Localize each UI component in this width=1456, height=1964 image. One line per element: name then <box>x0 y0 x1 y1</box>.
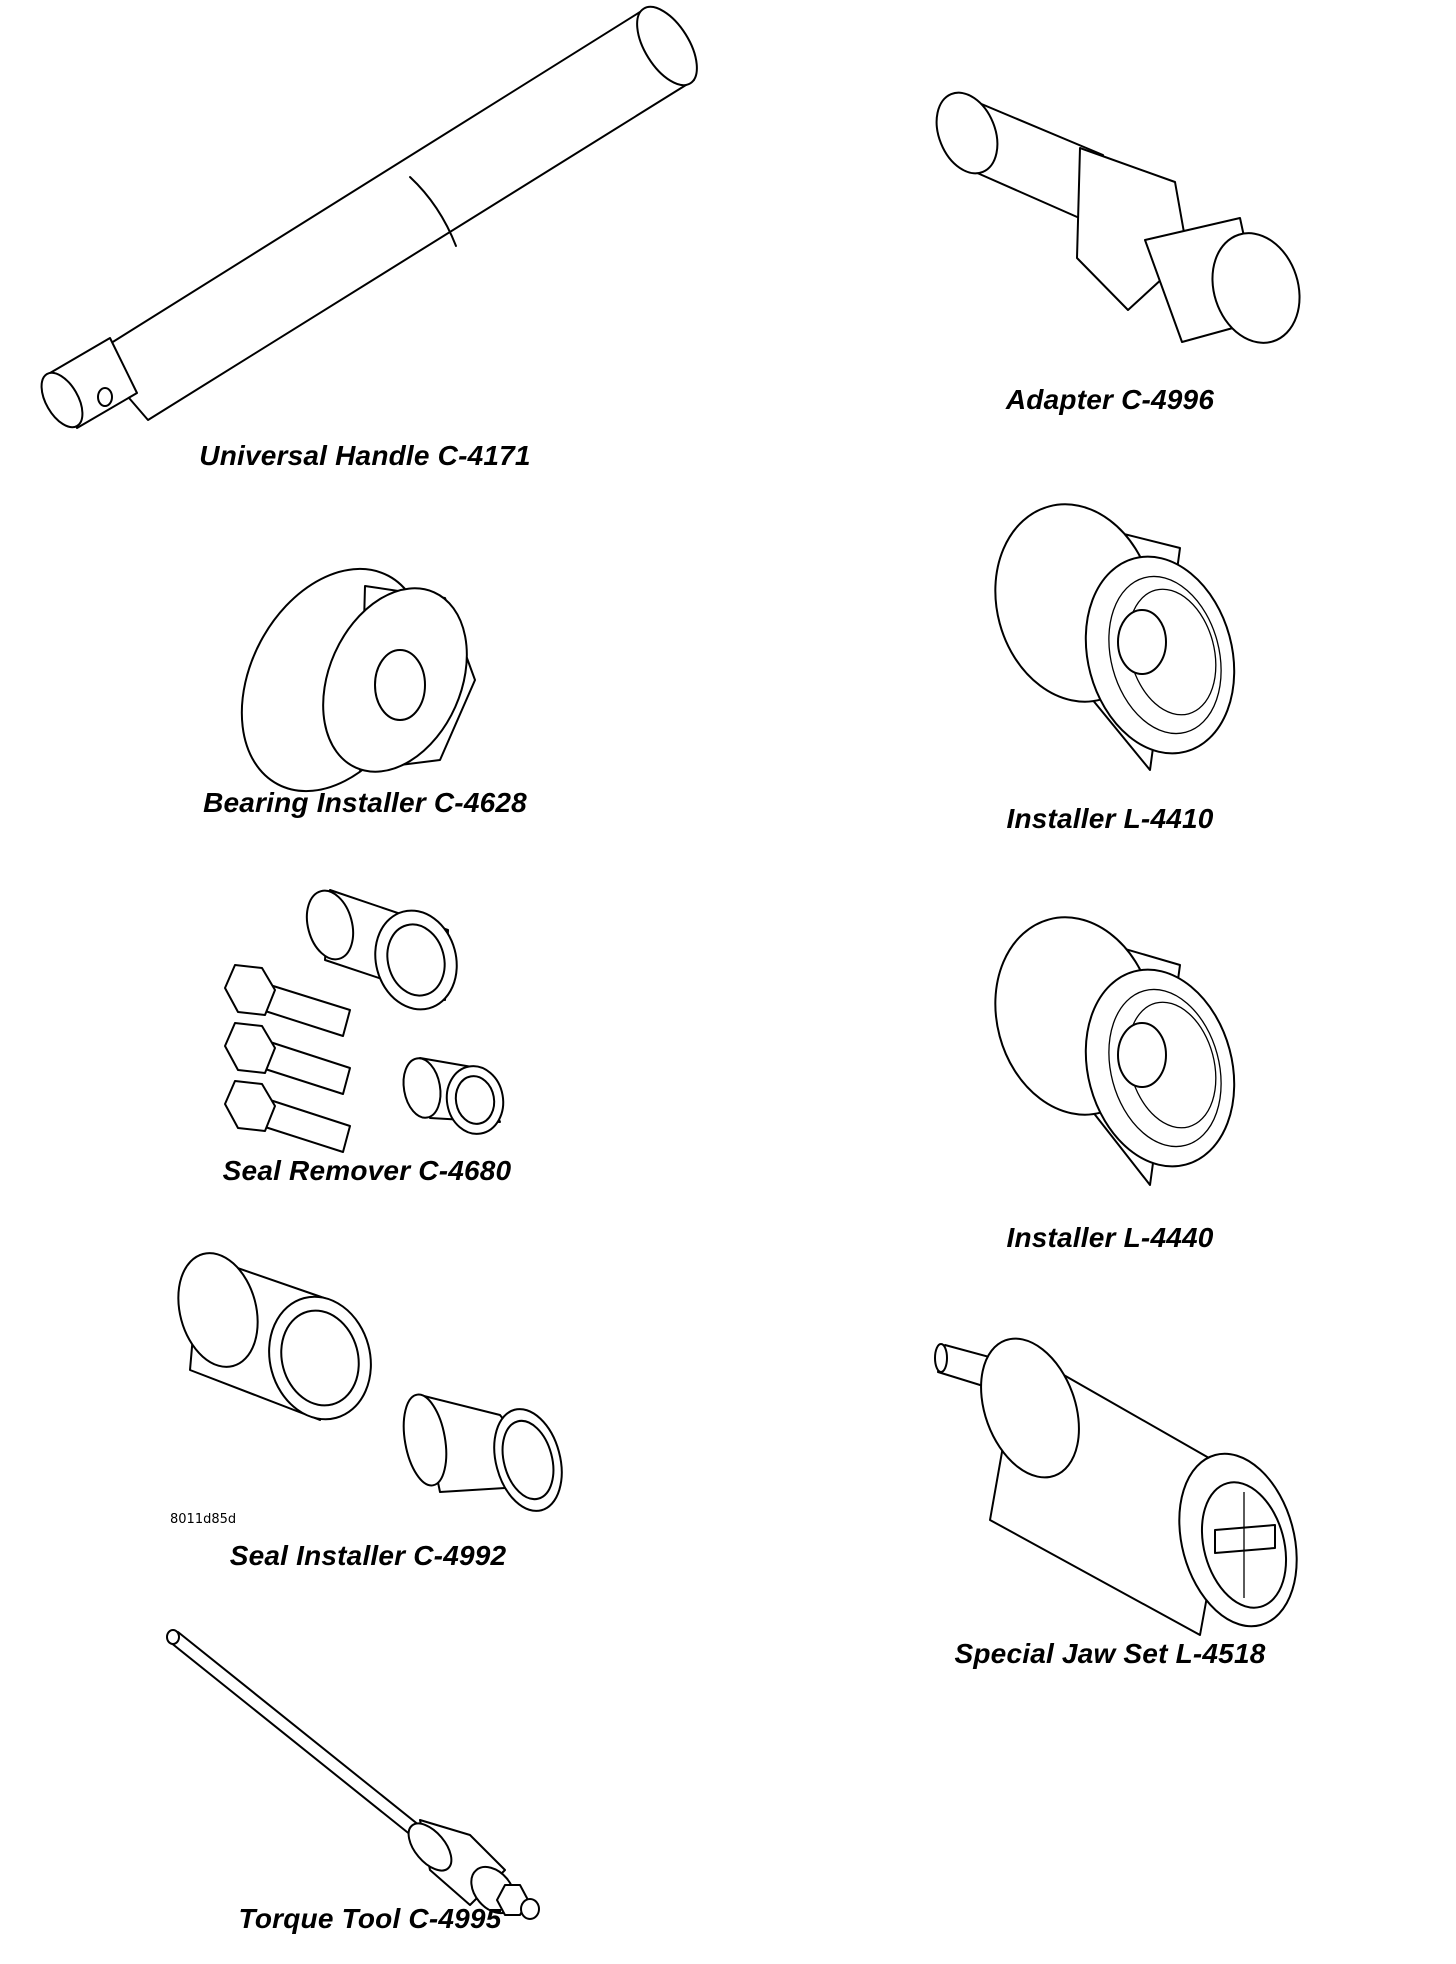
caption-installer-4410: Installer L-4410 <box>1006 803 1214 834</box>
installer-4410-drawing <box>994 503 1236 771</box>
bearing-installer-drawing <box>240 567 476 793</box>
seal-installer-drawing <box>177 1252 563 1512</box>
bolt-3 <box>224 1080 351 1153</box>
caption-adapter: Adapter C-4996 <box>1005 384 1215 415</box>
caption-seal-remover: Seal Remover C-4680 <box>222 1155 512 1186</box>
figure-code: 8011d85d <box>170 1512 237 1527</box>
caption-installer-4440: Installer L-4440 <box>1006 1222 1214 1253</box>
adapter-drawing <box>935 91 1301 344</box>
caption-torque-tool: Torque Tool C-4995 <box>238 1903 502 1934</box>
bolt-1 <box>224 964 351 1037</box>
caption-seal-installer: Seal Installer C-4992 <box>229 1540 507 1571</box>
caption-bearing-installer: Bearing Installer C-4628 <box>203 787 527 818</box>
installer-4440-drawing <box>994 916 1236 1186</box>
caption-special-jaw-set: Special Jaw Set L-4518 <box>954 1638 1266 1669</box>
bolt-2 <box>224 1022 351 1095</box>
special-jaw-set-drawing <box>934 1337 1298 1636</box>
seal-remover-drawing <box>224 889 505 1153</box>
caption-universal-handle: Universal Handle C-4171 <box>199 440 531 471</box>
universal-handle-drawing <box>40 5 698 429</box>
torque-tool-drawing <box>166 1629 540 1920</box>
